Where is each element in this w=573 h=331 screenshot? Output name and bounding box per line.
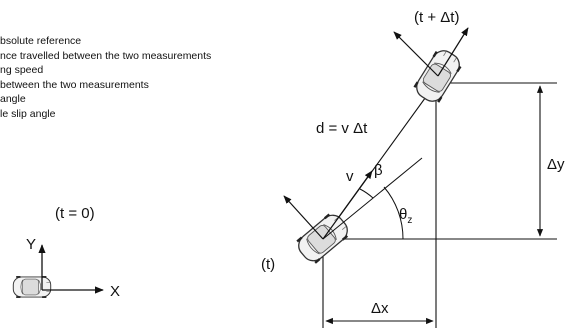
heading-line xyxy=(322,157,423,240)
legend-item-distance: nce travelled between the two measuremen… xyxy=(0,49,212,62)
lateral-axis-arrow-top xyxy=(393,31,439,77)
velocity-vector xyxy=(322,170,373,240)
distance-label: d = v Δt xyxy=(316,120,368,137)
legend-item-slip-angle: le slip angle xyxy=(0,107,56,120)
t-label: (t) xyxy=(261,256,275,273)
delta-x-label: Δx xyxy=(371,300,389,317)
legend-item-time: between the two measurements xyxy=(0,78,149,91)
forward-axis-arrow-top xyxy=(437,27,469,77)
theta-label: θz xyxy=(399,206,412,226)
legend-item-speed: ng speed xyxy=(0,64,44,77)
lateral-axis-arrow xyxy=(283,195,324,240)
theta-arc xyxy=(383,186,404,240)
v-label: v xyxy=(346,168,354,185)
legend-item-reference: bsolute reference xyxy=(0,35,82,47)
t0-label: (t = 0) xyxy=(55,205,95,222)
legend-item-angle: angle xyxy=(0,93,26,106)
legend: bsolute reference nce travelled between … xyxy=(0,34,211,122)
delta-y-label: Δy xyxy=(547,156,565,173)
beta-arc xyxy=(359,188,374,199)
beta-label: β xyxy=(374,162,383,179)
x-axis-label: X xyxy=(110,283,120,300)
origin-car xyxy=(12,276,52,298)
t-dt-label: (t + Δt) xyxy=(414,9,459,26)
y-axis-label: Y xyxy=(26,236,36,253)
